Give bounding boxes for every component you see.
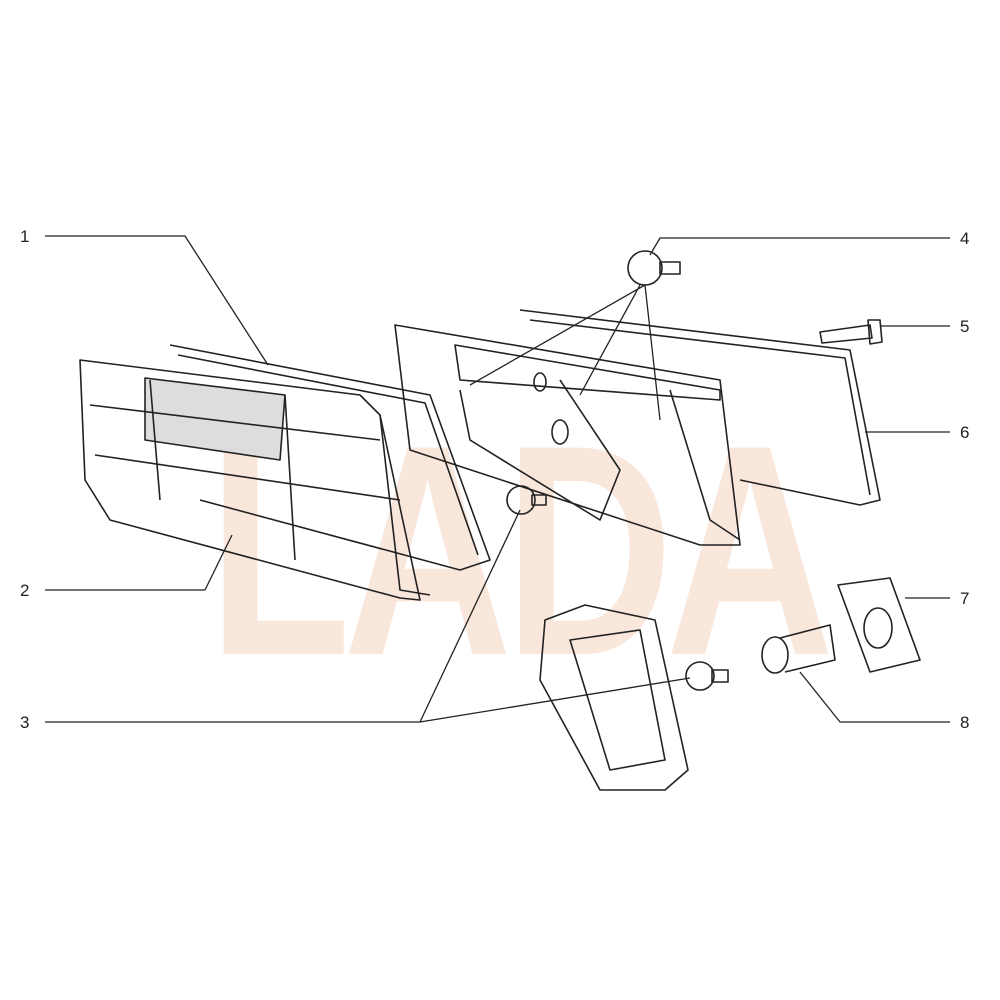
- callout-8: 8: [960, 713, 970, 732]
- callout-1: 1: [20, 227, 30, 246]
- housing-gasket: [519, 309, 881, 506]
- callout-5: 5: [960, 317, 970, 336]
- side-reflector: [539, 604, 689, 791]
- bulb-3a: [506, 485, 547, 515]
- leader-lines: [45, 235, 950, 723]
- lens-gasket: [169, 344, 491, 571]
- callout-4: 4: [960, 229, 970, 248]
- bulb-4: [627, 250, 681, 286]
- lamp-housing: [394, 324, 741, 546]
- callout-2: 2: [20, 581, 30, 600]
- callout-6: 6: [960, 423, 970, 442]
- socket-plate: [837, 577, 921, 673]
- callout-3: 3: [20, 713, 30, 732]
- screw: [819, 319, 883, 345]
- lamp-lens: [79, 359, 431, 601]
- bulb-socket: [761, 624, 836, 674]
- bulb-3b: [685, 661, 729, 691]
- watermark-logo: LADA: [208, 382, 835, 718]
- callout-7: 7: [960, 589, 970, 608]
